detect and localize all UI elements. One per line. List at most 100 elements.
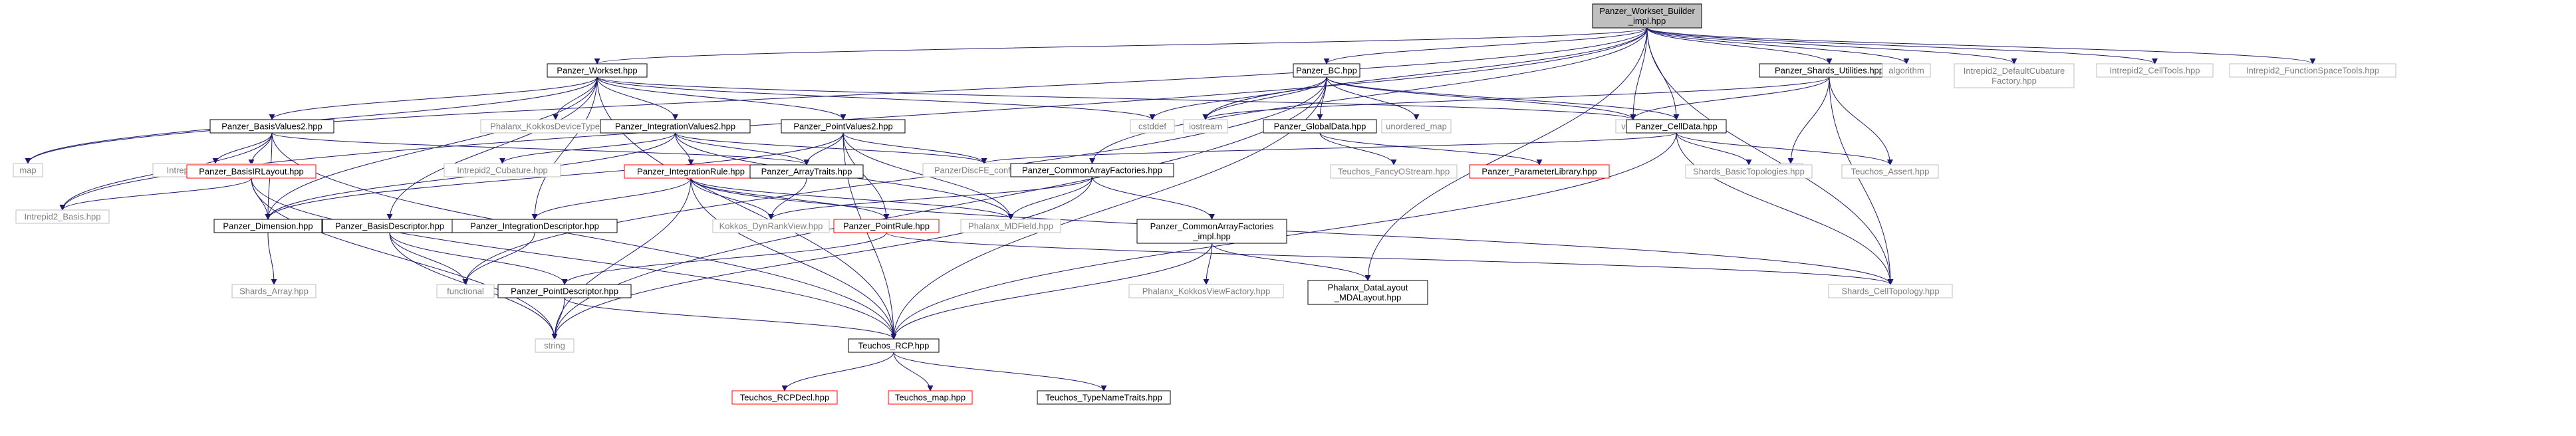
node-label: _impl.hpp — [1192, 231, 1230, 241]
edge-commonarray_impl-to-kvfactory — [1203, 243, 1212, 285]
edge-celldata-to-assert — [1676, 132, 1893, 165]
edge-pointvalues2-to-pointrule — [842, 132, 890, 220]
edge-integrationrule-to-string — [551, 177, 692, 340]
edge-shards_util-to-celltopology — [1829, 76, 1894, 285]
node-box — [1136, 219, 1287, 244]
edge-workset-to-intvalues2 — [596, 76, 678, 120]
edge-bc-to-string — [551, 76, 1327, 340]
node-arraytraits[interactable]: Panzer_ArrayTraits.hpp — [749, 164, 864, 179]
node-dimension[interactable]: Panzer_Dimension.hpp — [213, 219, 322, 233]
node-label: Phalanx_KokkosDeviceTypes.hpp — [490, 122, 621, 132]
edge-root-to-intrepid_celltools — [1646, 27, 2158, 64]
node-label: Phalanx_DataLayout — [1328, 282, 1408, 292]
node-label: functional — [447, 286, 484, 296]
edge-basisdesc-to-pointdesc — [389, 232, 568, 285]
edge-rcp-to-rcpdecl — [781, 352, 894, 391]
node-intvalues2[interactable]: Panzer_IntegrationValues2.hpp — [600, 119, 751, 134]
node-commonarray-impl[interactable]: Panzer_CommonArrayFactories_impl.hpp — [1136, 219, 1287, 244]
node-label: Panzer_IntegrationValues2.hpp — [615, 122, 735, 132]
edge-root-to-algorithm — [1646, 27, 1910, 64]
node-bc[interactable]: Panzer_BC.hpp — [1293, 63, 1360, 78]
node-shards-util[interactable]: Panzer_Shards_Utilities.hpp — [1759, 63, 1900, 78]
node-label: Panzer_BasisValues2.hpp — [221, 122, 322, 132]
edge-workset-to-basisvalues2 — [269, 76, 598, 120]
edge-root-to-workset — [594, 27, 1648, 64]
node-rcpdecl[interactable]: Teuchos_RCPDecl.hpp — [731, 390, 838, 405]
node-basictopo: Shards_BasicTopologies.hpp — [1685, 164, 1813, 179]
node-basisirlayout[interactable]: Panzer_BasisIRLayout.hpp — [186, 164, 317, 179]
node-box — [600, 119, 751, 134]
node-label: map — [19, 165, 36, 175]
node-integrationrule[interactable]: Panzer_IntegrationRule.hpp — [624, 164, 758, 179]
node-label: Teuchos_map.hpp — [895, 393, 966, 403]
edge-basisirlayout-to-intrepid_basis — [59, 177, 252, 211]
node-box — [1381, 119, 1452, 134]
edge-pointdesc-to-string — [551, 297, 565, 340]
node-mdfield: Phalanx_MDField.hpp — [960, 219, 1061, 233]
node-box — [1841, 164, 1939, 179]
node-box — [1592, 3, 1702, 29]
node-typenametraits[interactable]: Teuchos_TypeNameTraits.hpp — [1037, 390, 1171, 405]
node-workset[interactable]: Panzer_Workset.hpp — [547, 63, 648, 78]
node-pointdesc[interactable]: Panzer_PointDescriptor.hpp — [497, 284, 632, 298]
node-box — [1263, 119, 1377, 134]
node-label: Panzer_ArrayTraits.hpp — [761, 167, 852, 177]
node-label: Intrepid2_FunctionSpaceTools.hpp — [2246, 66, 2379, 76]
edge-bc-to-iostream — [1202, 76, 1327, 120]
node-basisvalues2[interactable]: Panzer_BasisValues2.hpp — [209, 119, 334, 134]
node-box — [1307, 280, 1428, 305]
node-label: cstddef — [1138, 122, 1166, 132]
node-label: Panzer_ParameterLibrary.hpp — [1481, 167, 1597, 177]
edge-commonarray-to-string — [551, 176, 1093, 340]
edge-intdesc-to-functional — [462, 232, 535, 285]
edge-shards_util-to-iostream — [1202, 76, 1830, 120]
node-box — [749, 164, 864, 179]
node-label: Panzer_IntegrationRule.hpp — [637, 167, 745, 177]
node-box — [1128, 284, 1284, 298]
edge-commonarray_impl-to-rcp — [890, 243, 1212, 340]
edge-integrationrule-to-rcp — [690, 177, 897, 340]
node-basisdesc[interactable]: Panzer_BasisDescriptor.hpp — [322, 219, 457, 233]
node-label: Panzer_Workset_Builder — [1599, 6, 1695, 16]
edge-workset-to-intdesc — [531, 76, 598, 220]
edge-intvalues2-to-arraytraits — [675, 132, 810, 165]
edge-workset-to-dimension — [265, 76, 598, 220]
node-pointvalues2[interactable]: Panzer_PointValues2.hpp — [781, 119, 906, 134]
node-label: Shards_BasicTopologies.hpp — [1693, 167, 1805, 177]
node-celldata[interactable]: Panzer_CellData.hpp — [1626, 119, 1727, 134]
edge-root-to-intrepid_cub_factory — [1646, 27, 2017, 64]
edge-commonarray_impl-to-datalayout — [1212, 243, 1371, 281]
edge-bc-to-rcp — [890, 76, 1327, 340]
edge-globaldata-to-paramlib — [1319, 132, 1543, 165]
node-rcp[interactable]: Teuchos_RCP.hpp — [848, 338, 940, 353]
node-box — [2229, 63, 2396, 78]
node-box — [13, 163, 43, 177]
edge-workset-to-phalanx_kdt — [553, 76, 598, 120]
node-box — [1010, 163, 1174, 177]
node-label: Panzer_Shards_Utilities.hpp — [1775, 66, 1884, 76]
node-label: Panzer_BC.hpp — [1296, 66, 1357, 76]
node-cstddef: cstddef — [1130, 119, 1175, 134]
edge-pointrule-to-celltopology — [886, 232, 1894, 285]
edge-celldata-to-discfe — [981, 132, 1677, 164]
node-teuchos-map[interactable]: Teuchos_map.hpp — [888, 390, 973, 405]
node-root[interactable]: Panzer_Workset_Builder_impl.hpp — [1592, 3, 1702, 29]
node-datalayout[interactable]: Phalanx_DataLayout_MDALayout.hpp — [1307, 280, 1428, 305]
node-box — [888, 390, 973, 405]
node-pointrule[interactable]: Panzer_PointRule.hpp — [833, 219, 940, 233]
node-paramlib[interactable]: Panzer_ParameterLibrary.hpp — [1469, 164, 1610, 179]
node-dynrank: Kokkos_DynRankView.hpp — [712, 219, 830, 233]
node-label: Intrepid2_Basis.hpp — [25, 212, 101, 222]
node-label: unordered_map — [1386, 122, 1447, 132]
node-label: Factory.hpp — [1992, 76, 2037, 86]
node-map: map — [13, 163, 43, 177]
edge-root-to-datalayout — [1364, 27, 1648, 281]
edge-celldata-to-basictopo — [1676, 132, 1752, 165]
node-commonarray[interactable]: Panzer_CommonArrayFactories.hpp — [1010, 163, 1174, 177]
node-intdesc[interactable]: Panzer_IntegrationDescriptor.hpp — [451, 219, 618, 233]
edge-basisdesc-to-functional — [389, 232, 469, 285]
node-globaldata[interactable]: Panzer_GlobalData.hpp — [1263, 119, 1377, 134]
node-label: Teuchos_RCPDecl.hpp — [740, 393, 829, 403]
node-label: Shards_CellTopology.hpp — [1841, 286, 1939, 296]
edge-rcp-to-teuchos_map — [893, 352, 934, 391]
